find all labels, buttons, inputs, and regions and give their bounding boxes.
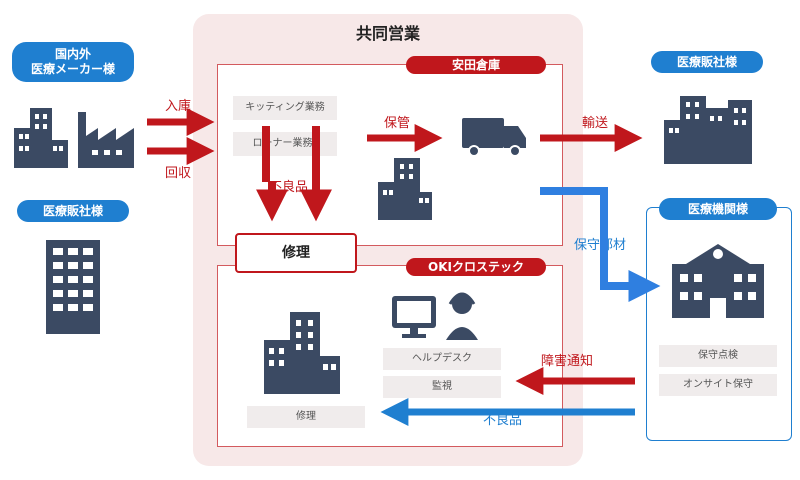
- dealer-left-building-icon: [46, 240, 100, 334]
- oki-repair-task: 修理: [247, 406, 365, 428]
- defective-label-return: 不良品: [483, 413, 523, 428]
- recovery-label: 回収: [165, 166, 192, 181]
- page-title: 共同営業: [355, 24, 420, 43]
- monitoring-task: 監視: [383, 376, 501, 398]
- domestic-maker-line2: 医療メーカー様: [30, 62, 115, 76]
- repair-box: 修理: [235, 233, 357, 273]
- helpdesk-task: ヘルプデスク: [383, 348, 501, 370]
- dealer-right-building-icon: [664, 96, 752, 164]
- domestic-maker-label: 国内外 医療メーカー様: [12, 42, 134, 82]
- onsite-maintenance-task: オンサイト保守: [659, 374, 777, 396]
- truck-icon: [462, 118, 526, 157]
- medical-institution-label: 医療機関様: [659, 198, 777, 220]
- storage-label: 保管: [384, 116, 411, 131]
- maintenance-inspection-task: 保守点検: [659, 345, 777, 367]
- warehouse-label: 安田倉庫: [406, 56, 546, 74]
- dealer-left-label: 医療販社様: [17, 200, 129, 222]
- oki-building-icon: [264, 312, 340, 394]
- warehouse-building-icon: [378, 158, 432, 220]
- oki-label: OKIクロステック: [406, 258, 546, 276]
- factory-icon: [78, 112, 134, 168]
- hospital-icon: [672, 244, 764, 318]
- dealer-right-label: 医療販社様: [651, 51, 763, 73]
- maintenance-parts-arrow: [540, 187, 661, 302]
- helpdesk-icon: [392, 292, 478, 340]
- fault-notice-label: 障害通知: [541, 354, 594, 369]
- defective-down-arrow-1: [256, 126, 288, 222]
- domestic-maker-line1: 国内外: [54, 47, 91, 61]
- transport-label: 輸送: [582, 116, 609, 131]
- kitting-task: キッティング業務: [233, 96, 337, 120]
- building-icon: [14, 108, 68, 168]
- inbound-label: 入庫: [165, 99, 192, 114]
